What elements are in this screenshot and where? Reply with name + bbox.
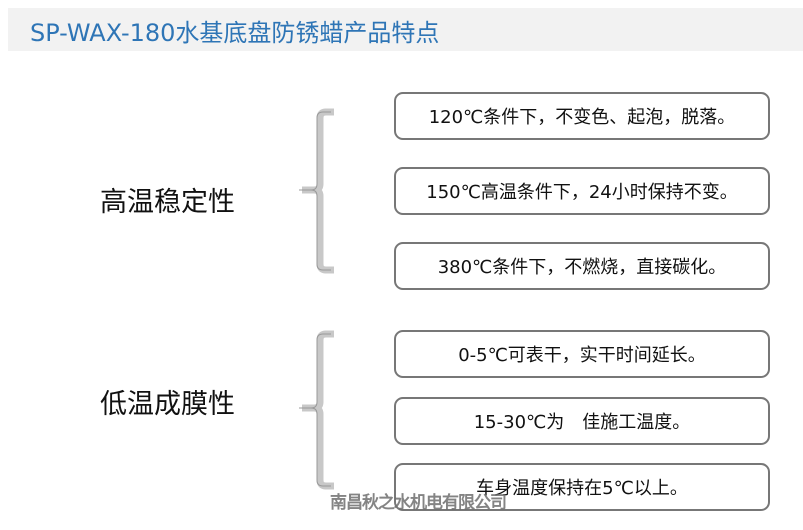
header-band: SP-WAX-180水基底盘防锈蜡产品特点: [8, 8, 803, 51]
bracket-high-temp: [299, 108, 334, 274]
feature-box: 120℃条件下，不变色、起泡，脱落。: [394, 92, 770, 140]
feature-box: 380℃条件下，不燃烧，直接碳化。: [394, 242, 770, 290]
page-title: SP-WAX-180水基底盘防锈蜡产品特点: [30, 19, 440, 47]
bracket-low-temp: [299, 330, 334, 490]
feature-box: 车身温度保持在5℃以上。: [394, 463, 770, 511]
group-label-high-temp: 高温稳定性: [100, 187, 235, 218]
watermark: 南昌秋之水机电有限公司: [330, 493, 507, 513]
feature-box: 15-30℃为 佳施工温度。: [394, 397, 770, 445]
feature-box: 0-5℃可表干，实干时间延长。: [394, 330, 770, 378]
feature-box: 150℃高温条件下，24小时保持不变。: [394, 167, 770, 215]
group-label-low-temp: 低温成膜性: [100, 389, 235, 420]
